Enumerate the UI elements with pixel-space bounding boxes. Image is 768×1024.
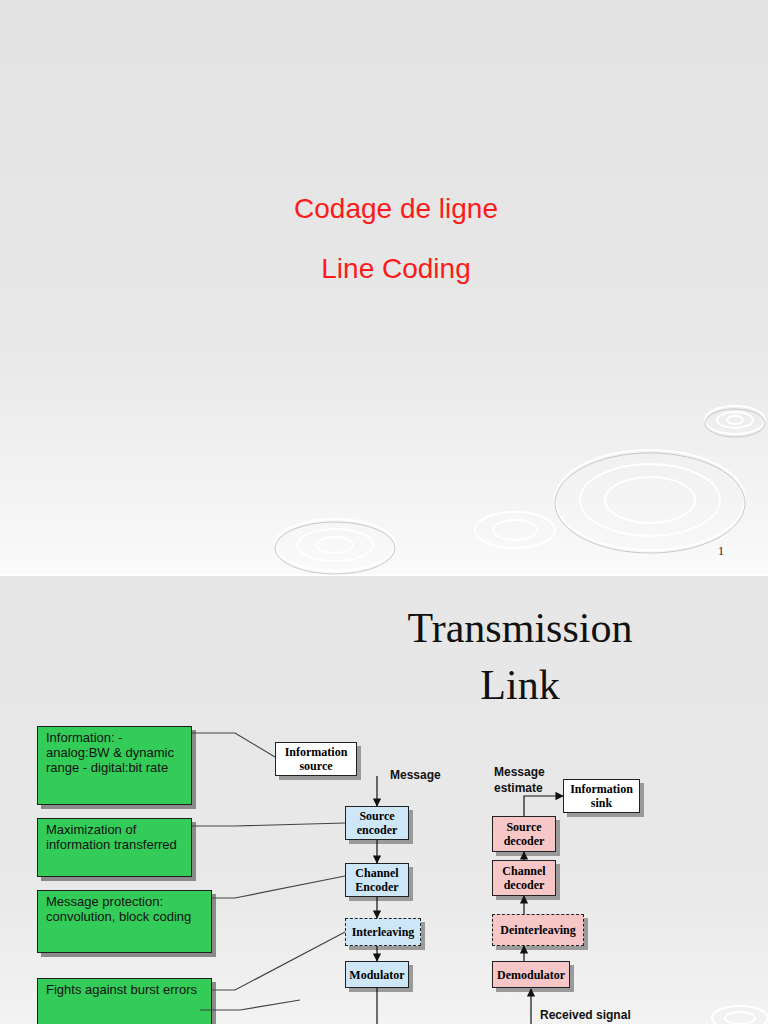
signal-wire	[376, 988, 377, 1024]
ripple	[605, 477, 695, 523]
box-text: Fights against burst errors	[46, 982, 203, 997]
slide-title: Transmission Link	[380, 600, 660, 714]
process-box: Source decoder	[492, 816, 556, 852]
box-text: Interleaving	[352, 925, 415, 939]
callout-box: Message protection: convolution, block c…	[37, 890, 212, 953]
box-text: Deinterleaving	[500, 923, 575, 937]
box-text: Source encoder	[349, 809, 405, 837]
box-text: Demodulator	[497, 968, 565, 982]
ripple	[555, 453, 745, 553]
process-box: Channel Encoder	[345, 863, 409, 897]
leader-line	[192, 823, 345, 826]
leader-line	[212, 876, 345, 898]
callout-box: Information: - analog:BW & dynamic range…	[37, 726, 192, 805]
flow-arrow	[523, 946, 524, 961]
box-text: Source decoder	[496, 820, 552, 848]
ripple-circles	[275, 406, 768, 1024]
slide-background	[0, 0, 768, 574]
ripple	[717, 412, 753, 428]
box-text: Channel decoder	[496, 864, 552, 892]
ripple	[493, 520, 537, 540]
process-box: Modulator	[345, 961, 409, 988]
leader-line	[212, 932, 345, 990]
signal-wire	[530, 989, 531, 1024]
ripple-shadows	[275, 409, 765, 574]
ripple	[705, 409, 765, 437]
ripple	[555, 450, 745, 550]
flow-arrow	[523, 896, 524, 914]
process-box: Channel decoder	[492, 860, 556, 896]
box-text: Information: - analog:BW & dynamic range…	[46, 730, 183, 775]
ripple	[727, 416, 743, 424]
box-text: Modulator	[349, 968, 404, 982]
ripple	[580, 464, 720, 536]
process-box: Information source	[275, 742, 357, 776]
process-box: Interleaving	[345, 918, 421, 946]
box-text: Channel Encoder	[349, 866, 405, 894]
slide-title: Codage de ligne	[196, 192, 596, 226]
ripple	[475, 512, 555, 548]
callout-box: Maximization of information transferred	[37, 818, 192, 877]
box-text: Information source	[279, 745, 353, 773]
ripple	[275, 522, 395, 574]
flow-arrow	[376, 946, 377, 961]
flow-arrow	[376, 840, 377, 863]
callout-box: Fights against burst errors	[37, 978, 212, 1024]
flow-arrow	[376, 776, 377, 806]
ripple	[705, 406, 765, 434]
signal-label: Message estimate	[494, 764, 556, 796]
box-text: Maximization of information transferred	[46, 822, 183, 852]
ripple	[725, 1012, 755, 1024]
process-box: Demodulator	[492, 961, 570, 988]
box-text: Information sink	[567, 782, 636, 810]
process-box: Deinterleaving	[492, 914, 584, 946]
box-text: Message protection: convolution, block c…	[46, 894, 203, 924]
process-box: Information sink	[563, 779, 640, 813]
flow-arrow	[523, 852, 524, 860]
flow-arrow	[376, 897, 377, 918]
signal-label: Message	[390, 768, 460, 782]
leader-line	[192, 733, 275, 757]
slide-title: Line Coding	[196, 252, 596, 286]
ripple	[297, 529, 373, 561]
process-box: Source encoder	[345, 806, 409, 840]
page-number: 1	[700, 544, 724, 558]
ripple	[317, 537, 353, 553]
flow-arrow	[524, 796, 563, 816]
signal-label: Received signal	[540, 1008, 660, 1022]
leader-line	[200, 1000, 300, 1010]
ripple	[275, 519, 395, 571]
ripple	[712, 1006, 768, 1024]
